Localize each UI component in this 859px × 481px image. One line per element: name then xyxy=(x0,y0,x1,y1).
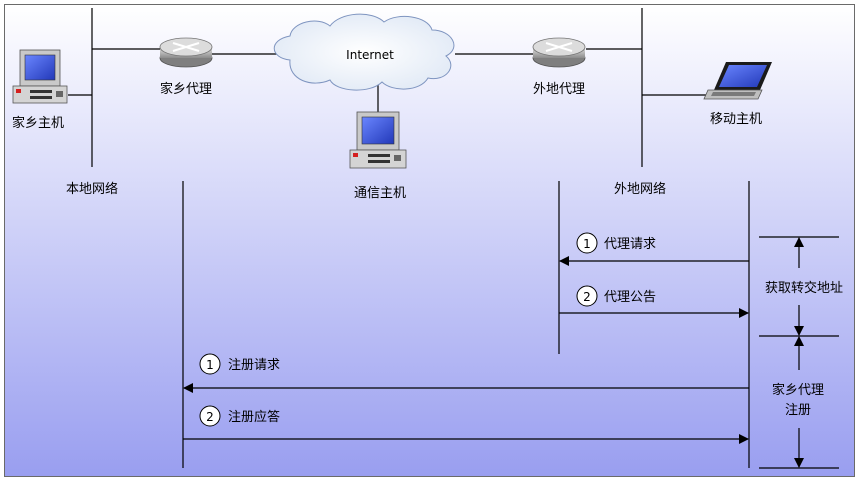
step-number: 2 xyxy=(583,290,591,304)
foreign-network-label: 外地网络 xyxy=(614,181,666,197)
phase-home-registration-line2: 注册 xyxy=(785,403,811,418)
step-number: 1 xyxy=(583,237,591,251)
home-host-computer-icon xyxy=(12,49,68,104)
step-number-badge xyxy=(199,405,221,427)
internet-label: Internet xyxy=(346,48,394,62)
router-arrows-icon xyxy=(545,42,573,52)
foreign-agent-router xyxy=(532,37,586,68)
home-agent-label: 家乡代理 xyxy=(160,81,212,97)
step-number-badge xyxy=(576,232,598,254)
phase-home-registration-line1: 家乡代理 xyxy=(772,382,824,398)
home-host-label: 家乡主机 xyxy=(12,115,64,131)
home-agent-router xyxy=(159,37,213,68)
network-topology: Internet 家乡代理 外地代理 家乡主机 xyxy=(12,8,772,201)
step-number: 2 xyxy=(206,410,214,424)
registration-request-label: 注册请求 xyxy=(228,358,280,373)
agent-solicitation-label: 代理请求 xyxy=(604,237,656,252)
mobile-host-label: 移动主机 xyxy=(710,112,762,127)
comm-host-label: 通信主机 xyxy=(354,186,406,201)
step-number: 1 xyxy=(206,358,214,372)
foreign-agent-label: 外地代理 xyxy=(533,82,585,97)
diagram-background xyxy=(4,4,855,477)
agent-advertisement-label: 代理公告 xyxy=(604,290,656,305)
router-arrows-icon xyxy=(172,42,200,52)
mobile-host-laptop-icon xyxy=(703,62,772,100)
internet-cloud: Internet xyxy=(273,13,455,91)
phase-obtain-care-of-label: 获取转交地址 xyxy=(765,280,843,296)
registration-reply-label: 注册应答 xyxy=(228,409,280,425)
step-number-badge xyxy=(576,285,598,307)
local-network-label: 本地网络 xyxy=(66,181,118,197)
sequence-diagram: 1 代理请求 2 代理公告 1 注册请求 2 注册应答 获取转交地址 家乡代理 … xyxy=(182,181,843,469)
step-number-badge xyxy=(199,353,221,375)
comm-host-computer-icon xyxy=(349,111,407,169)
